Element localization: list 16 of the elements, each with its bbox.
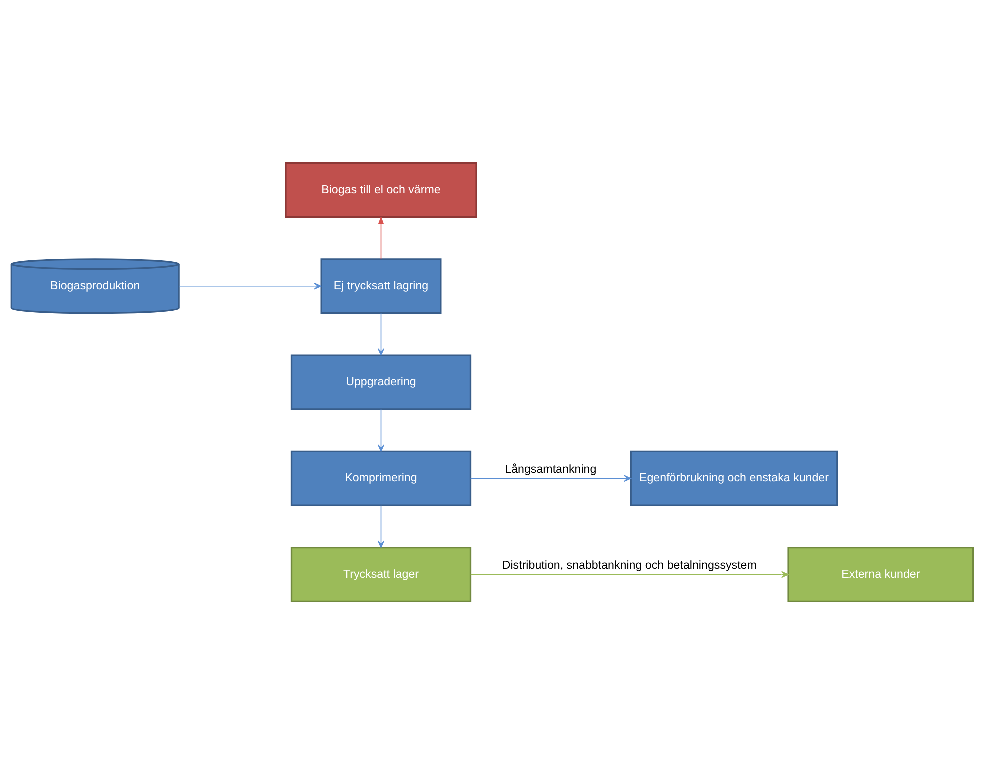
edge-label: Distribution, snabbtankning och betalningssystem <box>502 559 757 572</box>
node-box: Ej trycksatt lagring <box>320 258 442 314</box>
node-box: Trycksatt lager <box>290 547 472 603</box>
node-box: Uppgradering <box>290 354 472 410</box>
arrow <box>470 571 789 578</box>
arrow <box>378 216 384 260</box>
arrow <box>378 505 385 548</box>
arrow <box>378 313 385 356</box>
node-box: Externa kunder <box>788 547 974 603</box>
arrow <box>470 475 632 482</box>
node-box: Egenförbrukning och enstaka kunder <box>630 450 838 506</box>
edge-label: Långsamtankning <box>505 462 597 476</box>
arrow <box>178 282 322 290</box>
node-box: Komprimering <box>290 450 472 506</box>
node-box: Biogas till el och värme <box>285 162 478 218</box>
arrow <box>378 409 385 452</box>
